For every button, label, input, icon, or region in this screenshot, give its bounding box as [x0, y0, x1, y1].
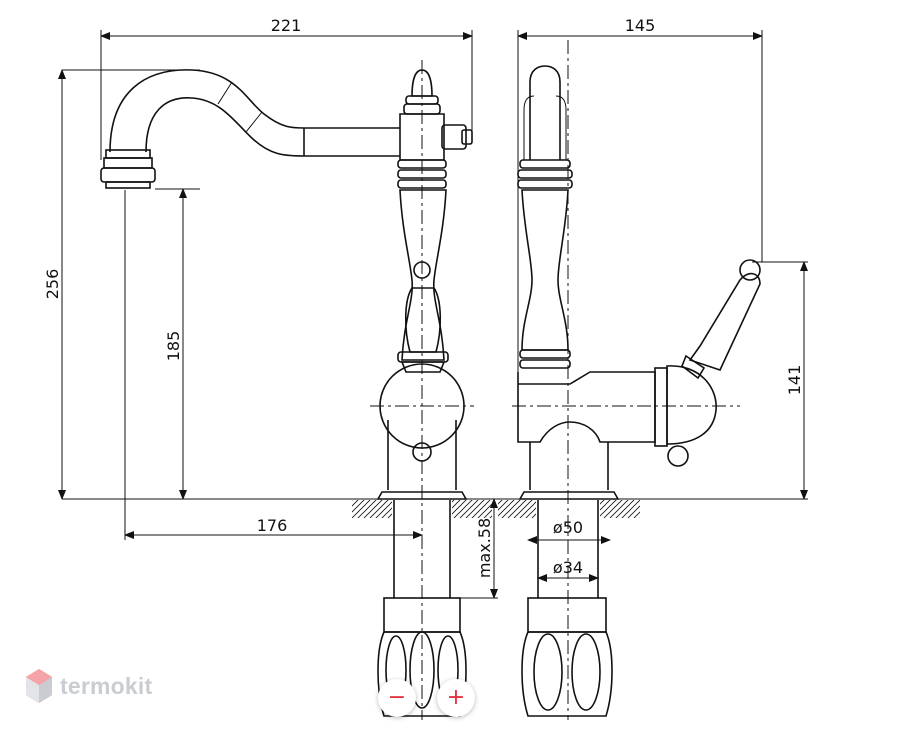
dim-221-label: 221 — [271, 16, 302, 35]
zoom-in-button[interactable]: + — [437, 679, 475, 717]
termokit-logo: termokit — [25, 668, 152, 704]
dim-176-label: 176 — [257, 516, 288, 535]
zoom-out-button[interactable]: − — [378, 679, 416, 717]
dim-141-label: 141 — [785, 365, 804, 396]
hexagon-cube-icon — [26, 669, 52, 703]
dim-256-label: 256 — [43, 269, 62, 300]
logo-text: termokit — [60, 672, 153, 699]
front-view: 221 256 185 176 — [43, 16, 808, 720]
minus-icon: − — [387, 685, 407, 710]
dim-185-label: 185 — [164, 331, 183, 362]
dim-145-label: 145 — [625, 16, 656, 35]
dim-max58-label: max.58 — [475, 518, 494, 578]
plus-icon: + — [446, 685, 466, 710]
side-view: 145 141 ø50 — [498, 16, 808, 720]
